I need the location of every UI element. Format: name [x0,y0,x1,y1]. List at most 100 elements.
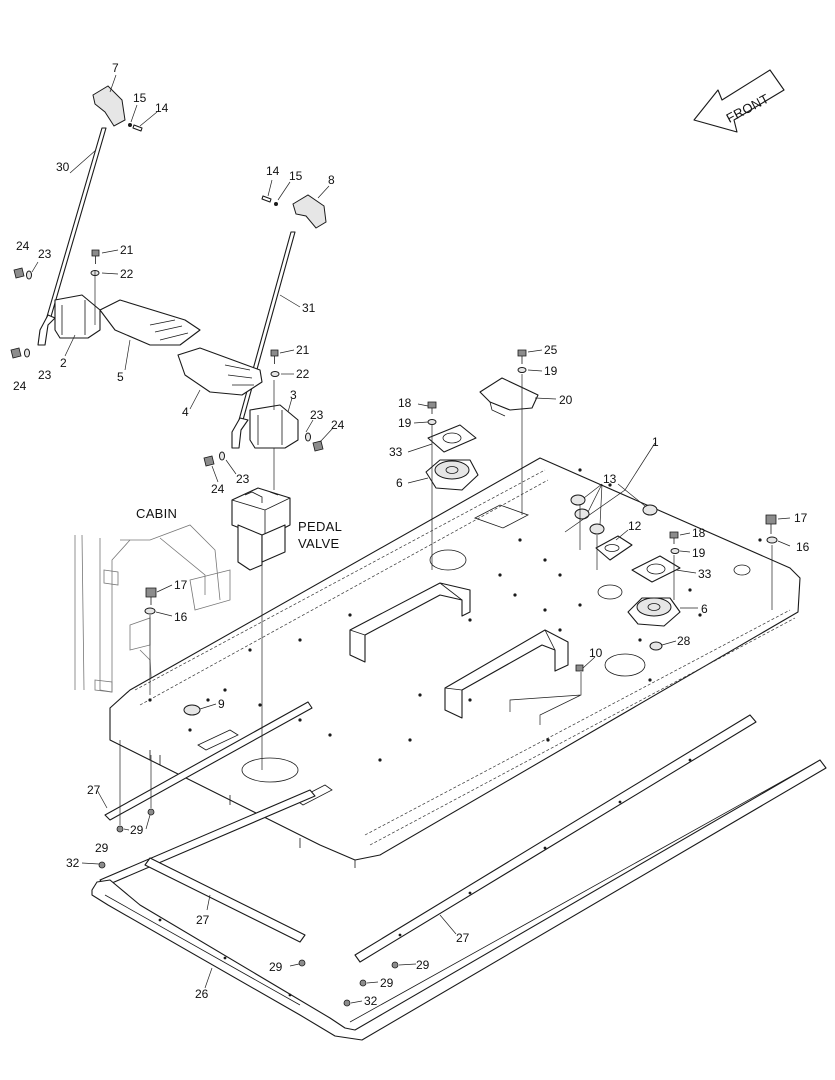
callout-22: 22 [120,267,134,281]
callout-4: 4 [182,405,189,419]
bolt-29-c [298,959,306,967]
callout-14: 14 [266,164,280,178]
callout-16: 16 [174,610,188,624]
gasket-33-right [631,555,681,583]
callout-27: 27 [87,783,101,797]
washer-19-right [670,548,680,554]
right-lever-knob [292,194,327,229]
bolt-18-right [669,531,679,544]
callout-23: 23 [236,472,250,486]
floor-plate [109,457,801,868]
right-bolt-21 [270,349,279,364]
floor-frame [91,759,827,1041]
left-bolt-14 [132,124,143,132]
pedal-valve [231,487,291,571]
callout-21: 21 [296,343,310,357]
seal-strip-left [104,701,313,821]
callout-29: 29 [269,960,283,974]
callout-17: 17 [794,511,808,525]
callout-2: 2 [60,356,67,370]
callout-15: 15 [289,169,303,183]
pedal-valve-caption-1: PEDAL [298,519,342,534]
washer-19-top [517,367,527,373]
plug-9 [183,704,201,716]
washer-16-left [144,607,156,615]
right-bolt-15 [274,202,278,206]
left-bolt-24-upper [13,267,25,279]
right-pedal [177,347,263,396]
callouts: 7 15 14 30 14 15 8 24 23 21 22 31 2 5 24… [13,61,810,1008]
washer-16-right [766,536,778,544]
callout-27: 27 [196,913,210,927]
callout-10: 10 [589,646,603,660]
right-washer-23-lower [219,451,225,461]
callout-27: 27 [456,931,470,945]
callout-29: 29 [416,958,430,972]
mount-6-left [425,459,479,491]
mount-bracket-a [349,582,471,663]
callout-7: 7 [112,61,119,75]
callout-5: 5 [117,370,124,384]
left-washer-23-upper [26,270,32,280]
bolt-18-left [427,401,437,414]
callout-18: 18 [692,526,706,540]
callout-6: 6 [396,476,403,490]
callout-33: 33 [698,567,712,581]
left-lever-rod [37,127,107,346]
callout-13: 13 [603,472,617,486]
callout-19: 19 [544,364,558,378]
callout-24: 24 [13,379,27,393]
callout-14: 14 [155,101,169,115]
callout-25: 25 [544,343,558,357]
callout-18: 18 [398,396,412,410]
callout-19: 19 [692,546,706,560]
callout-21: 21 [120,243,134,257]
right-bolt-24-upper [312,440,324,452]
seal-strip-right [354,714,757,963]
callout-8: 8 [328,173,335,187]
right-bolt-14 [261,195,272,203]
mount-bracket-b [444,629,569,719]
front-direction-arrow: FRONT [693,69,785,133]
bolt-29-d [359,979,367,987]
right-lever-bracket [249,404,299,449]
left-bolt-24-lower [10,347,22,359]
callout-24: 24 [331,418,345,432]
left-lever-knob [92,85,126,127]
callout-15: 15 [133,91,147,105]
bolt-25 [517,349,527,364]
bolt-10 [575,664,584,672]
seal-strip-inner [144,857,306,943]
callout-29: 29 [130,823,144,837]
callout-19: 19 [398,416,412,430]
callout-3: 3 [290,388,297,402]
callout-29: 29 [380,976,394,990]
callout-28: 28 [677,634,691,648]
right-bolt-24-lower [203,455,215,467]
callout-31: 31 [302,301,316,315]
callout-32: 32 [66,856,80,870]
callout-6: 6 [701,602,708,616]
left-bolt-21 [91,249,100,264]
callout-30: 30 [56,160,70,174]
right-washer-23-upper [305,432,311,442]
callout-23: 23 [310,408,324,422]
rubber-13-group [570,494,658,535]
callout-23: 23 [38,368,52,382]
callout-32: 32 [364,994,378,1008]
pedal-valve-caption-2: VALVE [298,536,340,551]
left-lever-bracket [54,294,101,339]
callout-17: 17 [174,578,188,592]
mount-6-right [627,597,681,627]
callout-12: 12 [628,519,642,533]
bolt-29-a [116,825,124,833]
right-washer-22 [270,371,280,377]
left-washer-23-lower [24,348,30,358]
bolt-17-right [765,514,777,534]
callout-24: 24 [16,239,30,253]
callout-23: 23 [38,247,52,261]
plate-12 [595,535,633,561]
callout-29: 29 [95,841,109,855]
washer-19-left [427,419,437,425]
